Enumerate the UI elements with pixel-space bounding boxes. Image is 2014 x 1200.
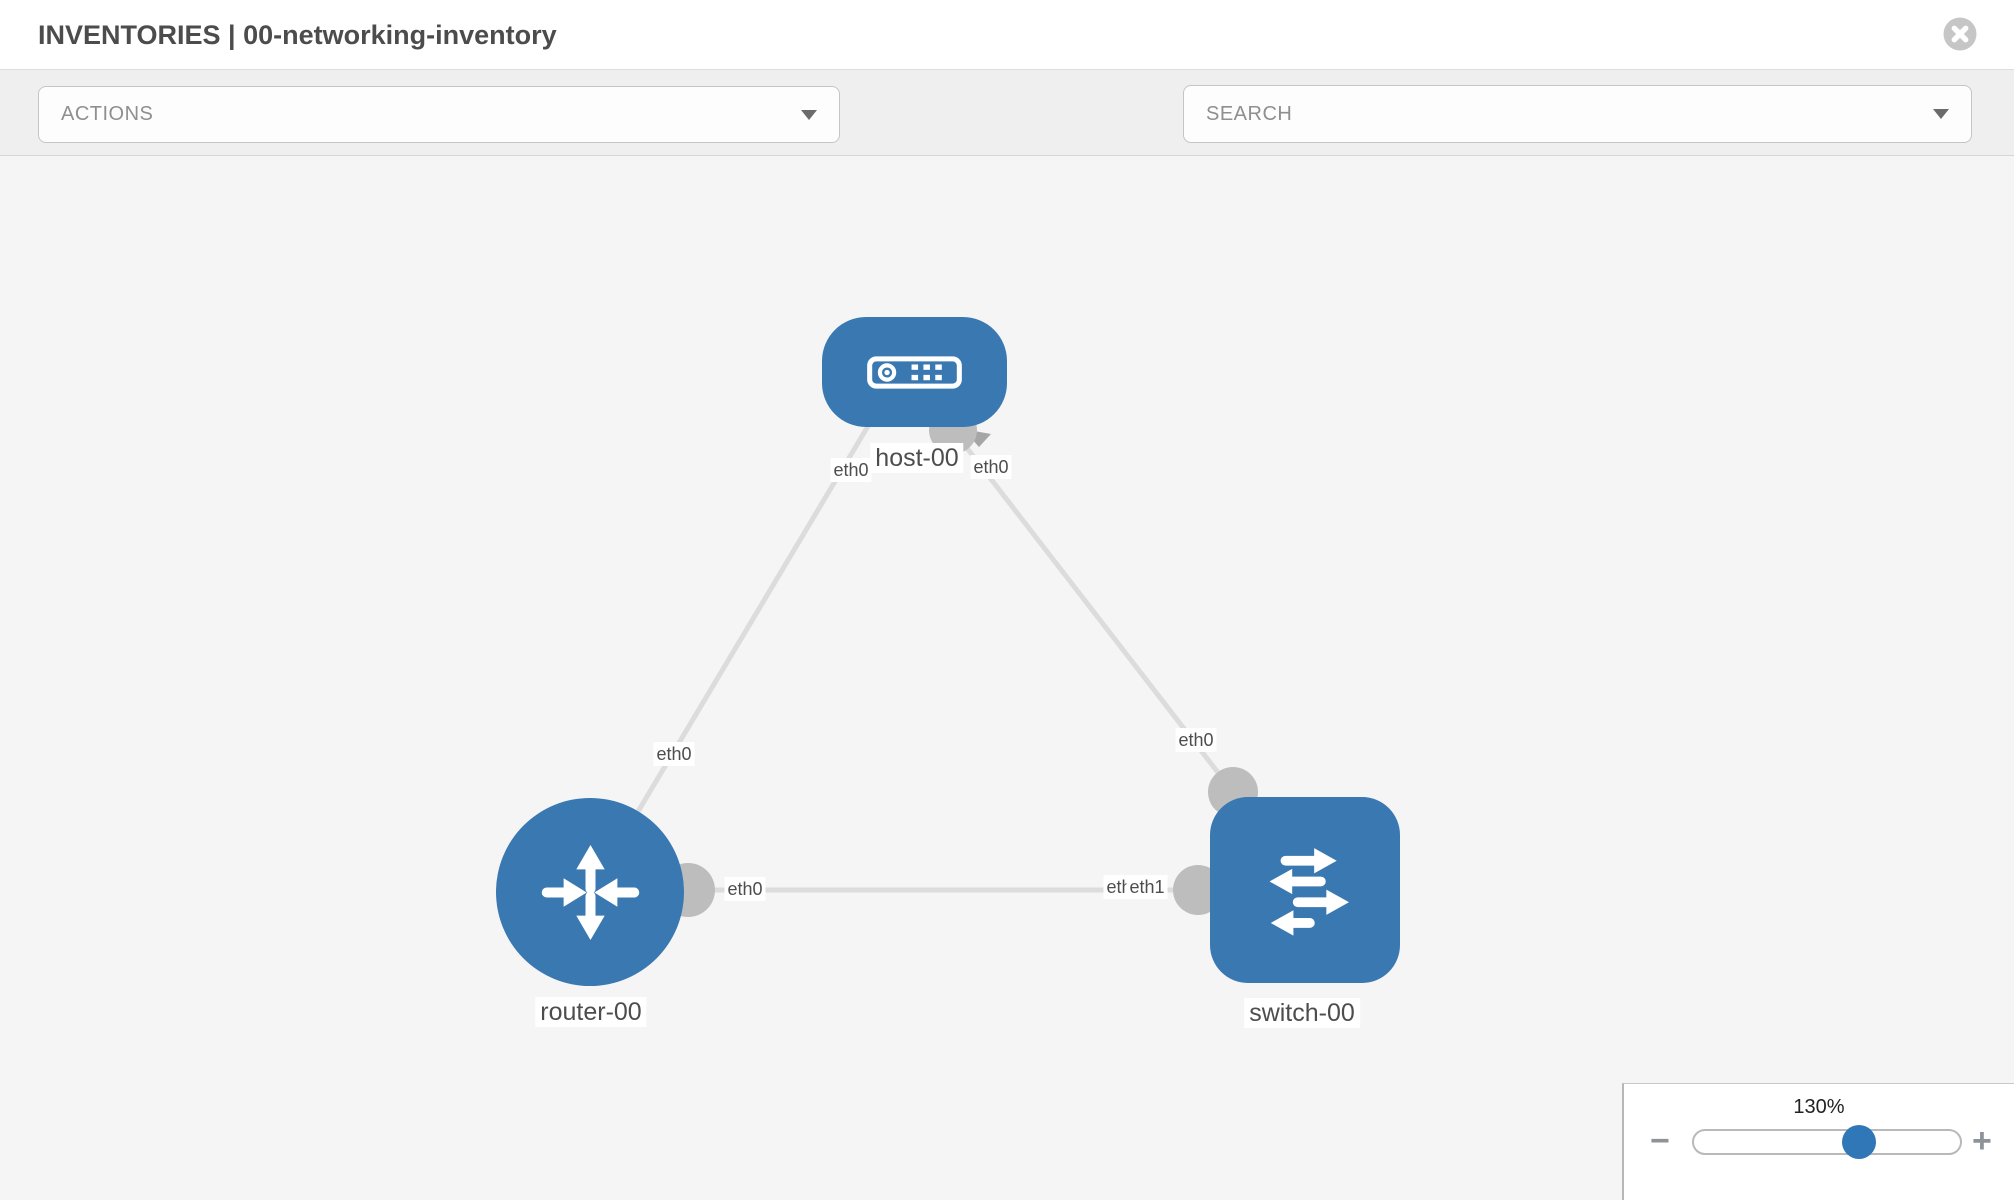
port-label-host-right: eth0 bbox=[970, 455, 1012, 479]
zoom-slider-track[interactable] bbox=[1692, 1125, 1962, 1159]
node-host-00[interactable] bbox=[822, 317, 1007, 427]
zoom-slider-handle[interactable] bbox=[1842, 1125, 1877, 1159]
close-button[interactable] bbox=[1942, 16, 1978, 52]
toolbar: ACTIONS SEARCH bbox=[0, 70, 2014, 199]
links-layer bbox=[587, 404, 1262, 917]
search-dropdown[interactable]: SEARCH bbox=[1183, 85, 1972, 143]
router-icon bbox=[541, 844, 639, 940]
node-label-host-00: host-00 bbox=[870, 443, 964, 473]
zoom-out-button[interactable]: − bbox=[1650, 1122, 1670, 1160]
page-title: INVENTORIES | 00-networking-inventory bbox=[38, 20, 557, 50]
zoom-panel: 130% − + bbox=[1622, 1083, 2014, 1200]
node-switch-00[interactable] bbox=[1210, 797, 1400, 983]
port-label-switch-eth1: eth1 bbox=[1126, 875, 1168, 899]
host-icon bbox=[867, 355, 962, 389]
close-icon bbox=[1943, 17, 1977, 51]
port-label-router-right: eth0 bbox=[724, 877, 766, 901]
port-label-switch-uplink: eth0 bbox=[1175, 728, 1217, 752]
actions-dropdown-label: ACTIONS bbox=[61, 103, 154, 125]
chevron-down-icon bbox=[1933, 109, 1949, 119]
node-router-00[interactable] bbox=[496, 798, 684, 986]
port-label-router-uplink: eth0 bbox=[653, 742, 695, 766]
header: INVENTORIES | 00-networking-inventory bbox=[0, 0, 2014, 70]
actions-dropdown[interactable]: ACTIONS bbox=[38, 86, 840, 143]
port-label-host-left: eth0 bbox=[830, 458, 872, 482]
zoom-level: 130% bbox=[1793, 1096, 1845, 1118]
node-label-router-00: router-00 bbox=[535, 997, 647, 1027]
zoom-in-button[interactable]: + bbox=[1972, 1122, 1992, 1160]
switch-icon bbox=[1269, 848, 1349, 936]
search-dropdown-label: SEARCH bbox=[1206, 102, 1293, 125]
node-label-switch-00: switch-00 bbox=[1244, 998, 1360, 1028]
chevron-down-icon bbox=[801, 109, 817, 120]
